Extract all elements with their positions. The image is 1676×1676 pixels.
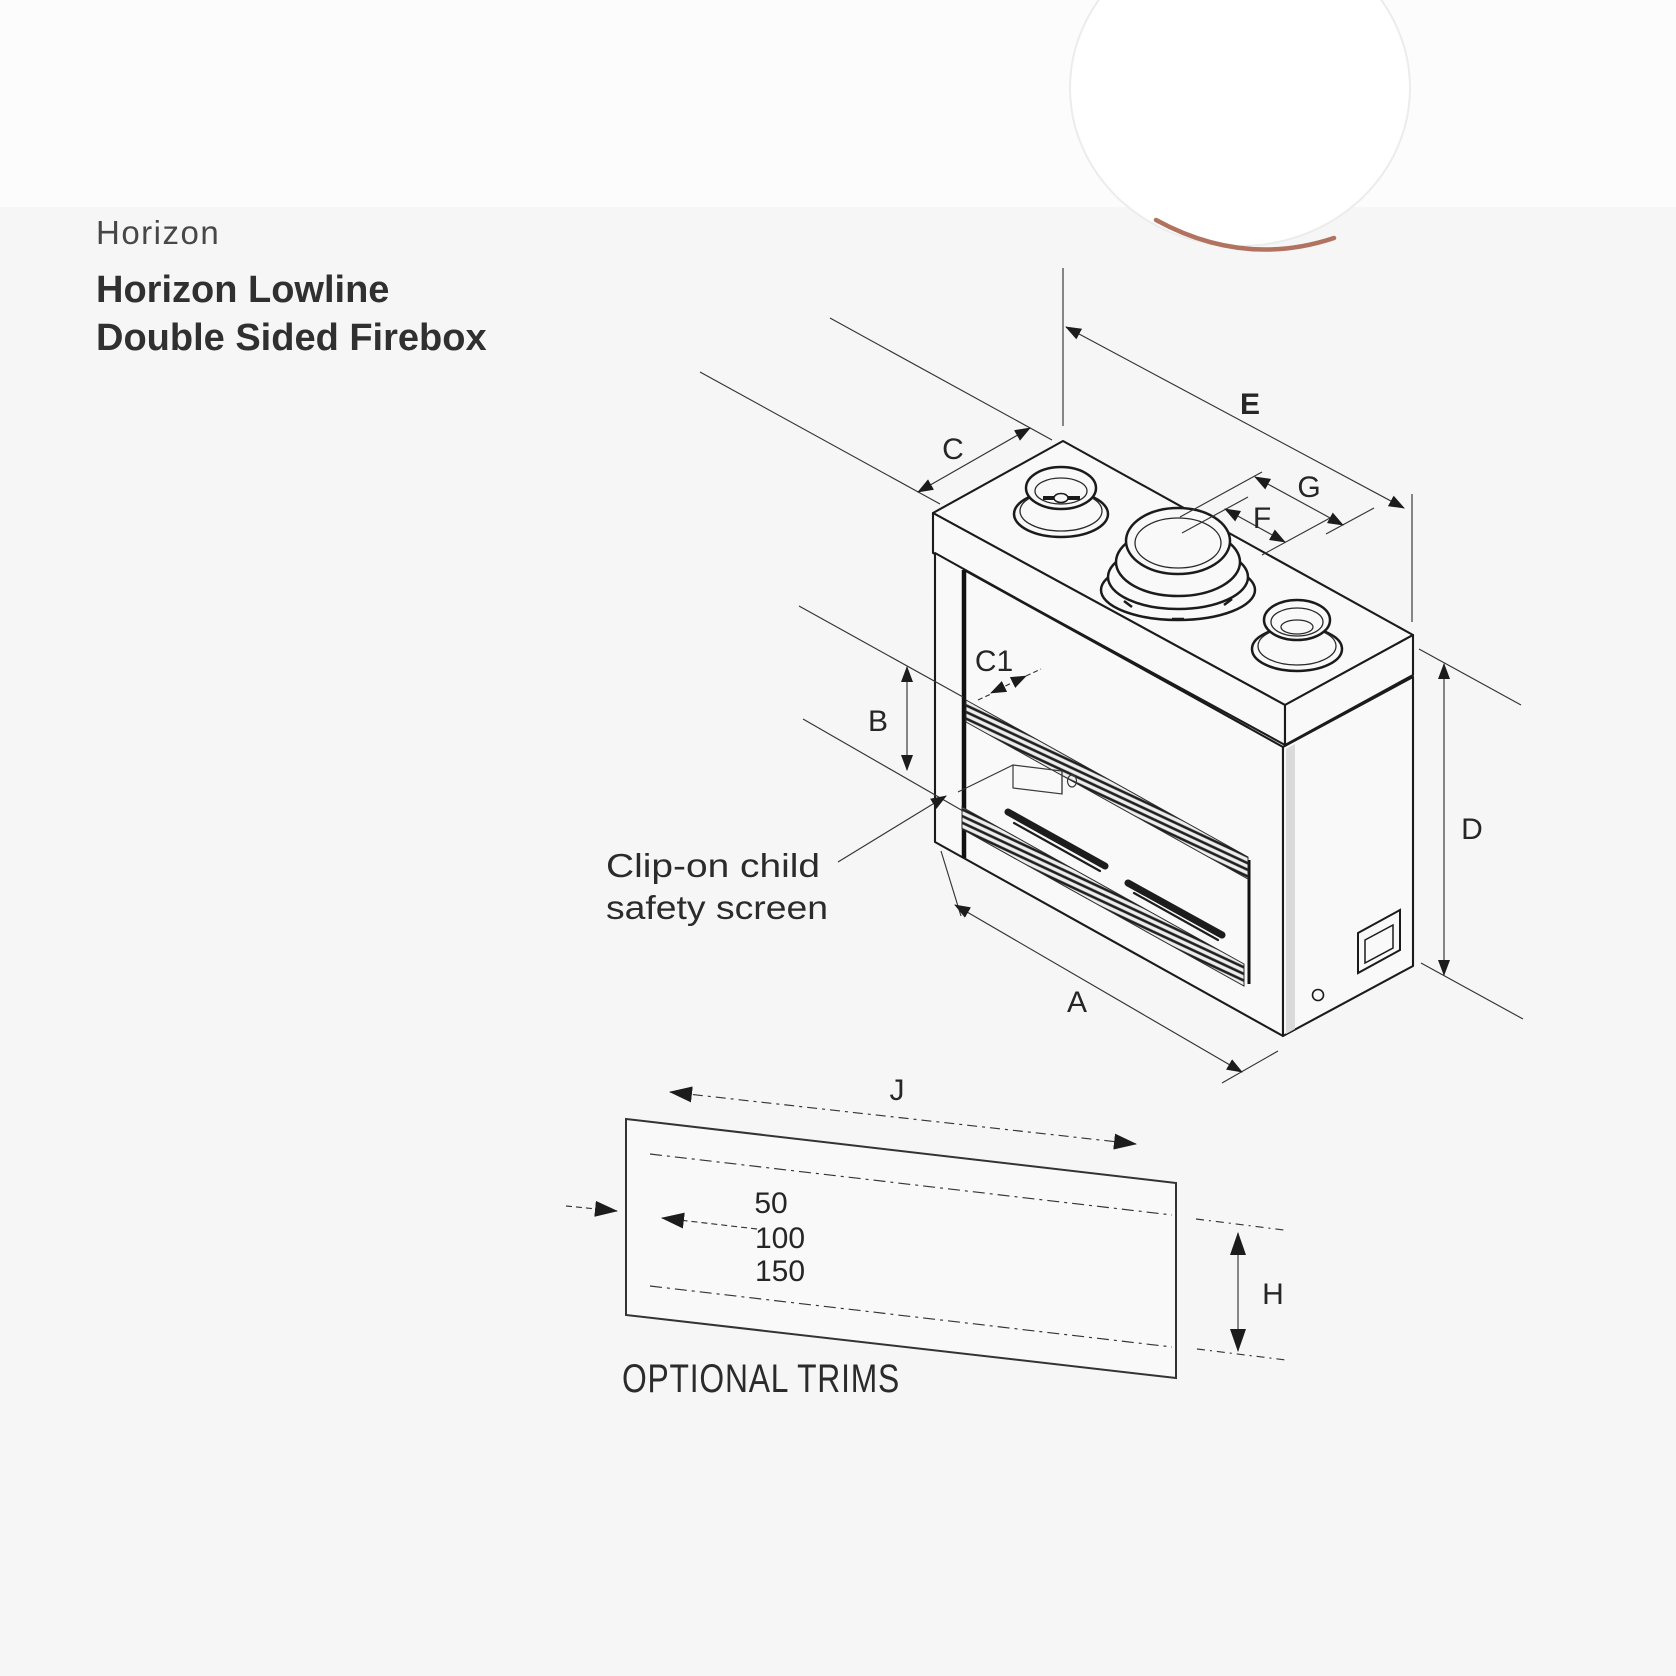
dimension-annotations: C E G F	[606, 268, 1524, 1084]
dim-line-f	[1224, 508, 1286, 543]
flue-collar-center	[1099, 506, 1257, 622]
dim-g: G	[1179, 471, 1375, 535]
aperture-interior-detail	[957, 764, 1078, 795]
trim-offset-100: 100	[755, 1222, 805, 1255]
brand-mark	[1069, 0, 1411, 252]
trim-panel-outline	[625, 1117, 1177, 1380]
product-eyebrow: Horizon	[96, 214, 221, 251]
dim-label-c1: C1	[975, 645, 1013, 678]
safety-screen-leader	[837, 795, 947, 863]
ext-line	[829, 317, 1053, 441]
dim-line-e	[1065, 326, 1405, 509]
ext-line	[1179, 471, 1263, 518]
dim-label-g: G	[1297, 471, 1320, 504]
ext-line	[1181, 496, 1249, 534]
firebox-isometric-drawing	[931, 439, 1415, 1038]
brand-arc	[1153, 217, 1337, 252]
dim-c: C	[699, 317, 1053, 505]
dim-a: A	[940, 850, 1279, 1084]
dim-label-c: C	[942, 433, 964, 466]
trim-offsets: 50 100 150	[661, 1187, 805, 1288]
ext-line	[699, 371, 941, 505]
gas-inlet-cutout	[1357, 908, 1401, 975]
optional-trims-caption: OPTIONAL TRIMS	[622, 1357, 900, 1401]
ext-line	[798, 605, 964, 698]
dim-label-h: H	[1262, 1278, 1284, 1311]
ext-dash	[1195, 1218, 1285, 1231]
trim-offset-arrow	[661, 1212, 758, 1230]
dim-line-j	[669, 1086, 1137, 1150]
dim-line-c1	[990, 675, 1027, 694]
edge-reference-arrow	[565, 1200, 618, 1217]
optional-trims-panel: J 50 100 150 H OPTIONAL TRIMS	[565, 1074, 1287, 1401]
dim-j: J	[669, 1074, 1137, 1150]
dim-e: E	[1062, 268, 1413, 622]
dim-line-c	[917, 427, 1031, 493]
dim-line-a	[954, 904, 1243, 1073]
ext-line	[1418, 648, 1522, 706]
dim-label-a: A	[1067, 986, 1087, 1019]
ext-dash	[1025, 668, 1042, 677]
ext-dash	[977, 693, 992, 701]
pilot-hole	[1311, 988, 1325, 1002]
glass-top-edge	[963, 569, 1250, 729]
ext-line	[1420, 962, 1524, 1020]
dim-label-b: B	[868, 705, 888, 738]
firebox-top-panel-right-edge	[1283, 633, 1415, 747]
product-title-line1: Horizon Lowline	[96, 269, 390, 311]
dim-label-j: J	[890, 1074, 905, 1107]
safety-note-line1: Clip-on child	[606, 847, 820, 884]
dim-line-g	[1254, 476, 1344, 526]
product-header: Horizon Horizon Lowline Double Sided Fir…	[96, 214, 487, 362]
side-face-shadow-strip	[1286, 744, 1295, 1034]
ext-dash	[1196, 1348, 1287, 1361]
safety-screen-note: Clip-on child safety screen	[606, 795, 947, 926]
aperture-top-band	[965, 699, 1249, 880]
ext-line	[1221, 1050, 1279, 1084]
safety-note-line2: safety screen	[606, 889, 828, 926]
dim-h: H	[1195, 1218, 1287, 1361]
ext-line	[1261, 517, 1331, 556]
brand-ellipse	[1069, 0, 1411, 247]
dim-f: F	[1181, 496, 1331, 556]
product-title-line2: Double Sided Firebox	[96, 317, 487, 359]
dim-label-d: D	[1461, 813, 1483, 846]
dim-label-f: F	[1253, 502, 1271, 535]
dim-c1: C1	[975, 645, 1042, 701]
ext-line	[1325, 507, 1375, 535]
trim-offset-150: 150	[755, 1255, 805, 1288]
trim-offset-50: 50	[754, 1187, 787, 1220]
flue-collar-right	[1250, 598, 1344, 673]
dim-label-e: E	[1240, 388, 1260, 421]
dim-d: D	[1418, 648, 1524, 1020]
